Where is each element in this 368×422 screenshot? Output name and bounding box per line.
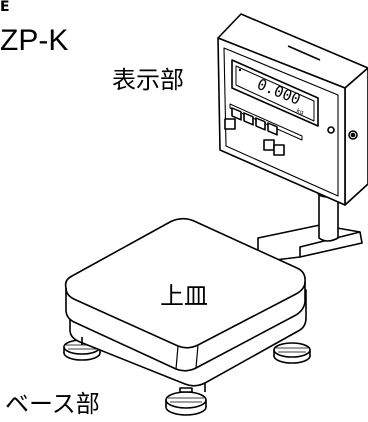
keypad	[224, 103, 303, 156]
display-head: 0.000 kg	[217, 13, 368, 206]
model-title: ZP-K	[0, 24, 69, 57]
title-fragment: E	[0, 0, 10, 15]
label-weighing-pan: 上皿	[160, 282, 208, 310]
foot-rear-right	[273, 342, 311, 364]
weighing-pan	[64, 217, 306, 372]
readout-unit: kg	[295, 107, 305, 116]
key-right-2	[273, 144, 285, 156]
key-right-1	[263, 139, 275, 151]
key-left	[224, 118, 236, 130]
label-display-unit: 表示部	[112, 66, 184, 94]
foot-front-center	[165, 387, 207, 416]
label-base-unit: ベース部	[5, 390, 100, 418]
